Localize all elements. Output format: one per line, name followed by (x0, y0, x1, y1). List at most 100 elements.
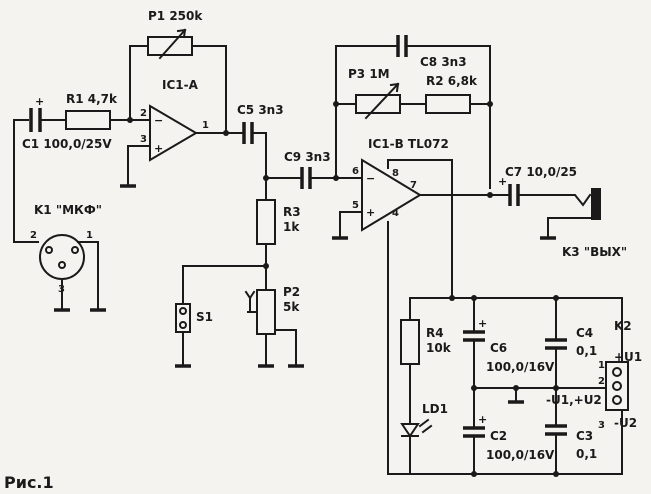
junction-r2-right (487, 101, 493, 107)
wire-p1-left (129, 45, 149, 121)
c2-plus-sign: + (478, 413, 487, 426)
p3-arrowhead (389, 82, 400, 93)
s1-contact-top (179, 307, 187, 315)
label-p3: P3 1M (348, 67, 390, 81)
ic1a-minus: − (154, 114, 163, 127)
pin-ic1b-5: 5 (352, 200, 359, 211)
label-k1: K1 "МКФ" (34, 203, 102, 217)
junction-mid-c6 (471, 385, 477, 391)
pin-ic1a-2: 2 (140, 108, 147, 119)
label-c9: C9 3n3 (284, 150, 331, 164)
p1-arrowhead (176, 28, 187, 39)
wire-p2-to-gnd2 (274, 329, 297, 367)
label-c4: C4 (576, 326, 593, 340)
wire-to-s1 (182, 265, 267, 305)
ic1b-plus: + (366, 206, 375, 219)
label-c5: C5 3n3 (237, 103, 284, 117)
wire-k3-gnd (547, 217, 593, 239)
r3-resistor (256, 199, 276, 245)
s1-contact-bottom (179, 321, 187, 329)
pin-k1-1: 1 (86, 230, 93, 241)
k1-pin1-contact (71, 246, 79, 254)
label-c8: C8 3n3 (420, 55, 467, 69)
wire-k1-to-c1 (13, 119, 39, 243)
wire-c8-left (335, 45, 397, 179)
label-p2-value: 5k (283, 300, 300, 314)
p1-arrow (158, 28, 187, 60)
wire-ic1b-noninv-gnd (339, 211, 363, 239)
label-c2-value: 100,0/16V (486, 448, 555, 462)
figure-caption: Рис.1 (4, 473, 54, 492)
label-c4-value: 0,1 (576, 344, 597, 358)
label-r2: R2 6,8k (426, 74, 478, 88)
junction-rail-ic (449, 295, 455, 301)
r1-resistor (65, 110, 111, 130)
k2-pin3-contact (612, 395, 622, 405)
label-ic1b: IC1-B TL072 (368, 137, 449, 151)
junction-c2-rail (471, 471, 477, 477)
r4-resistor (400, 319, 420, 365)
wire-p1-right (191, 45, 227, 132)
wire-k1-pin1-gnd (77, 241, 99, 311)
label-c2: C2 (490, 429, 507, 443)
pin-ic1b-4: 4 (392, 208, 399, 219)
pin-ic1b-7: 7 (410, 180, 417, 191)
pin-k2-2: 2 (598, 376, 605, 387)
wire-ic1a-noninv-gnd (127, 145, 151, 187)
label-r1: R1 4,7k (66, 92, 118, 106)
k3-jack (591, 188, 601, 220)
label-r3-value: 1k (283, 220, 300, 234)
k2-pin1-contact (612, 367, 622, 377)
label-s1: S1 (196, 310, 213, 324)
c1-plus-sign: + (35, 95, 44, 108)
label-r4: R4 (426, 326, 444, 340)
wire-ic1b-vplus (387, 159, 453, 299)
wire-c5-down (251, 132, 267, 179)
wire-ic1b-vminus (387, 221, 623, 475)
label-r3: R3 (283, 205, 301, 219)
k2-connector (605, 361, 629, 411)
ld1-led (400, 423, 420, 438)
p2-potentiometer (256, 289, 276, 335)
c7-plus-sign: + (498, 175, 507, 188)
c6-plus-sign: + (478, 317, 487, 330)
pin-k2-1: 1 (598, 360, 605, 371)
label-u1-u2: -U1,+U2 (546, 393, 602, 407)
ic1a-opamp (149, 104, 198, 162)
label-r4-value: 10k (426, 341, 452, 355)
label-p2: P2 (283, 285, 300, 299)
ic1b-minus: − (366, 172, 375, 185)
pin-ic1a-1: 1 (202, 120, 209, 131)
wire-c8-right (405, 45, 491, 189)
pin-k2-3: 3 (598, 420, 605, 431)
r2-resistor (425, 94, 471, 114)
k1-pin2-contact (45, 246, 53, 254)
ic1a-plus: + (154, 142, 163, 155)
ld1-light-rays (418, 418, 433, 434)
pin-k1-2: 2 (30, 230, 37, 241)
junction-mid-c4 (553, 385, 559, 391)
pin-ic1b-8: 8 (392, 168, 399, 179)
wire-plus-rail (409, 297, 623, 371)
pin-k1-3: 3 (58, 284, 65, 295)
p3-arrow (364, 82, 400, 120)
label-k3: K3 "ВЫХ" (562, 245, 627, 259)
label-k2: K2 (614, 319, 632, 333)
label-p1: P1 250k (148, 9, 203, 23)
label-c3-value: 0,1 (576, 447, 597, 461)
ic1b-opamp (361, 158, 422, 232)
junction-c3-rail (553, 471, 559, 477)
label-c6-value: 100,0/16V (486, 360, 555, 374)
wire-c7-to-k3 (517, 193, 592, 207)
p2-wiper-arrow (244, 290, 256, 313)
label-u1: +U1 (614, 350, 642, 364)
k1-pin3-contact (58, 261, 66, 269)
label-ic1a: IC1-A (162, 78, 199, 92)
k2-pin2-contact (612, 381, 622, 391)
label-c7: C7 10,0/25 (505, 165, 577, 179)
label-c3: C3 (576, 429, 593, 443)
label-c1: C1 100,0/25V (22, 137, 112, 151)
label-c6: C6 (490, 341, 507, 355)
label-ld1: LD1 (422, 402, 448, 416)
